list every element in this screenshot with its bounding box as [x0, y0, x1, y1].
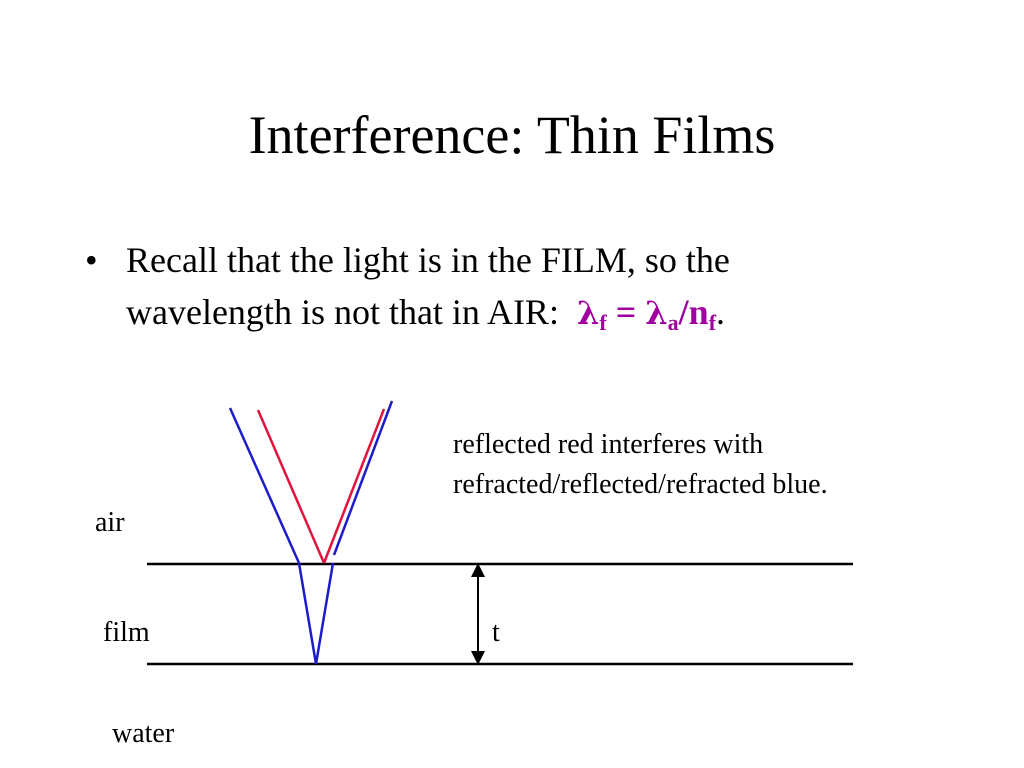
caption-line-1: reflected red interferes with — [453, 429, 764, 460]
slide-title: Interference: Thin Films — [248, 105, 776, 165]
bullet-point: • Recall that the light is in the FILM, … — [80, 234, 960, 339]
water-label: water — [112, 718, 175, 749]
lambda-symbol-air: λ — [645, 294, 668, 332]
subscript-f: f — [599, 310, 607, 335]
bullet-line-2-text: wavelength is not that in AIR: — [126, 292, 559, 332]
film-label: film — [103, 617, 150, 648]
lambda-symbol-film: λ — [576, 294, 600, 332]
blue-emerging-ray — [332, 400, 394, 556]
formula-period: . — [716, 292, 726, 332]
bullet-line-2: wavelength is not that in AIR: λf = λa/n… — [126, 286, 960, 339]
red-reflected-ray — [322, 408, 386, 564]
blue-refracted-down-ray — [297, 562, 318, 665]
bullet-text: Recall that the light is in the FILM, so… — [126, 234, 960, 339]
diagram-caption: reflected red interferes with refracted/… — [453, 425, 828, 505]
formula-equals: = — [606, 292, 646, 332]
formula-slash-n: /n — [678, 292, 709, 332]
air-label: air — [95, 507, 125, 538]
subscript-a: a — [667, 310, 679, 335]
bullet-line-1: Recall that the light is in the FILM, so… — [126, 240, 730, 280]
bullet-marker: • — [85, 240, 98, 280]
blue-incident-ray — [228, 407, 301, 564]
blue-reflected-up-ray — [314, 562, 335, 665]
subscript-nf: f — [708, 310, 717, 335]
thickness-label: t — [492, 617, 500, 648]
wavelength-formula: λf = λa/nf — [576, 292, 717, 335]
red-incident-ray — [256, 409, 326, 564]
caption-line-2: refracted/reflected/refracted blue. — [453, 469, 828, 500]
